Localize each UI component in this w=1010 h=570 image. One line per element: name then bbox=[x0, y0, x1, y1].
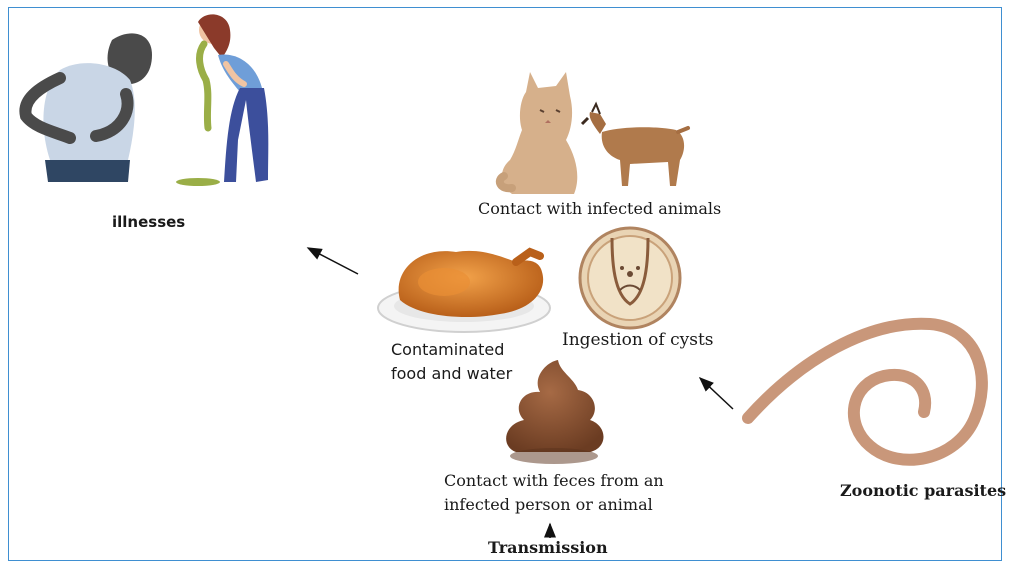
contact-animals-label: Contact with infected animals bbox=[478, 199, 721, 218]
feces-contact-label: Contact with feces from an infected pers… bbox=[444, 469, 664, 517]
arrow-to-illnesses bbox=[308, 248, 358, 274]
contaminated-line1: Contaminated bbox=[391, 338, 512, 362]
contaminated-food-label: Contaminated food and water bbox=[391, 338, 512, 386]
goat-icon bbox=[582, 104, 688, 186]
cat-icon bbox=[500, 72, 577, 194]
roast-chicken-icon bbox=[378, 251, 550, 332]
illnesses-label: illnesses bbox=[112, 213, 185, 231]
cyst-icon bbox=[580, 228, 680, 328]
contaminated-line2: food and water bbox=[391, 362, 512, 386]
sick-people-icon bbox=[25, 14, 268, 186]
feces-icon bbox=[506, 360, 603, 464]
ingestion-cysts-label: Ingestion of cysts bbox=[562, 330, 714, 350]
arrow-from-parasites bbox=[700, 378, 733, 409]
zoonotic-parasites-label: Zoonotic parasites bbox=[840, 481, 1006, 500]
transmission-label: Transmission bbox=[488, 538, 608, 557]
feces-line1: Contact with feces from an bbox=[444, 469, 664, 493]
worm-icon bbox=[748, 324, 982, 460]
feces-line2: infected person or animal bbox=[444, 493, 664, 517]
